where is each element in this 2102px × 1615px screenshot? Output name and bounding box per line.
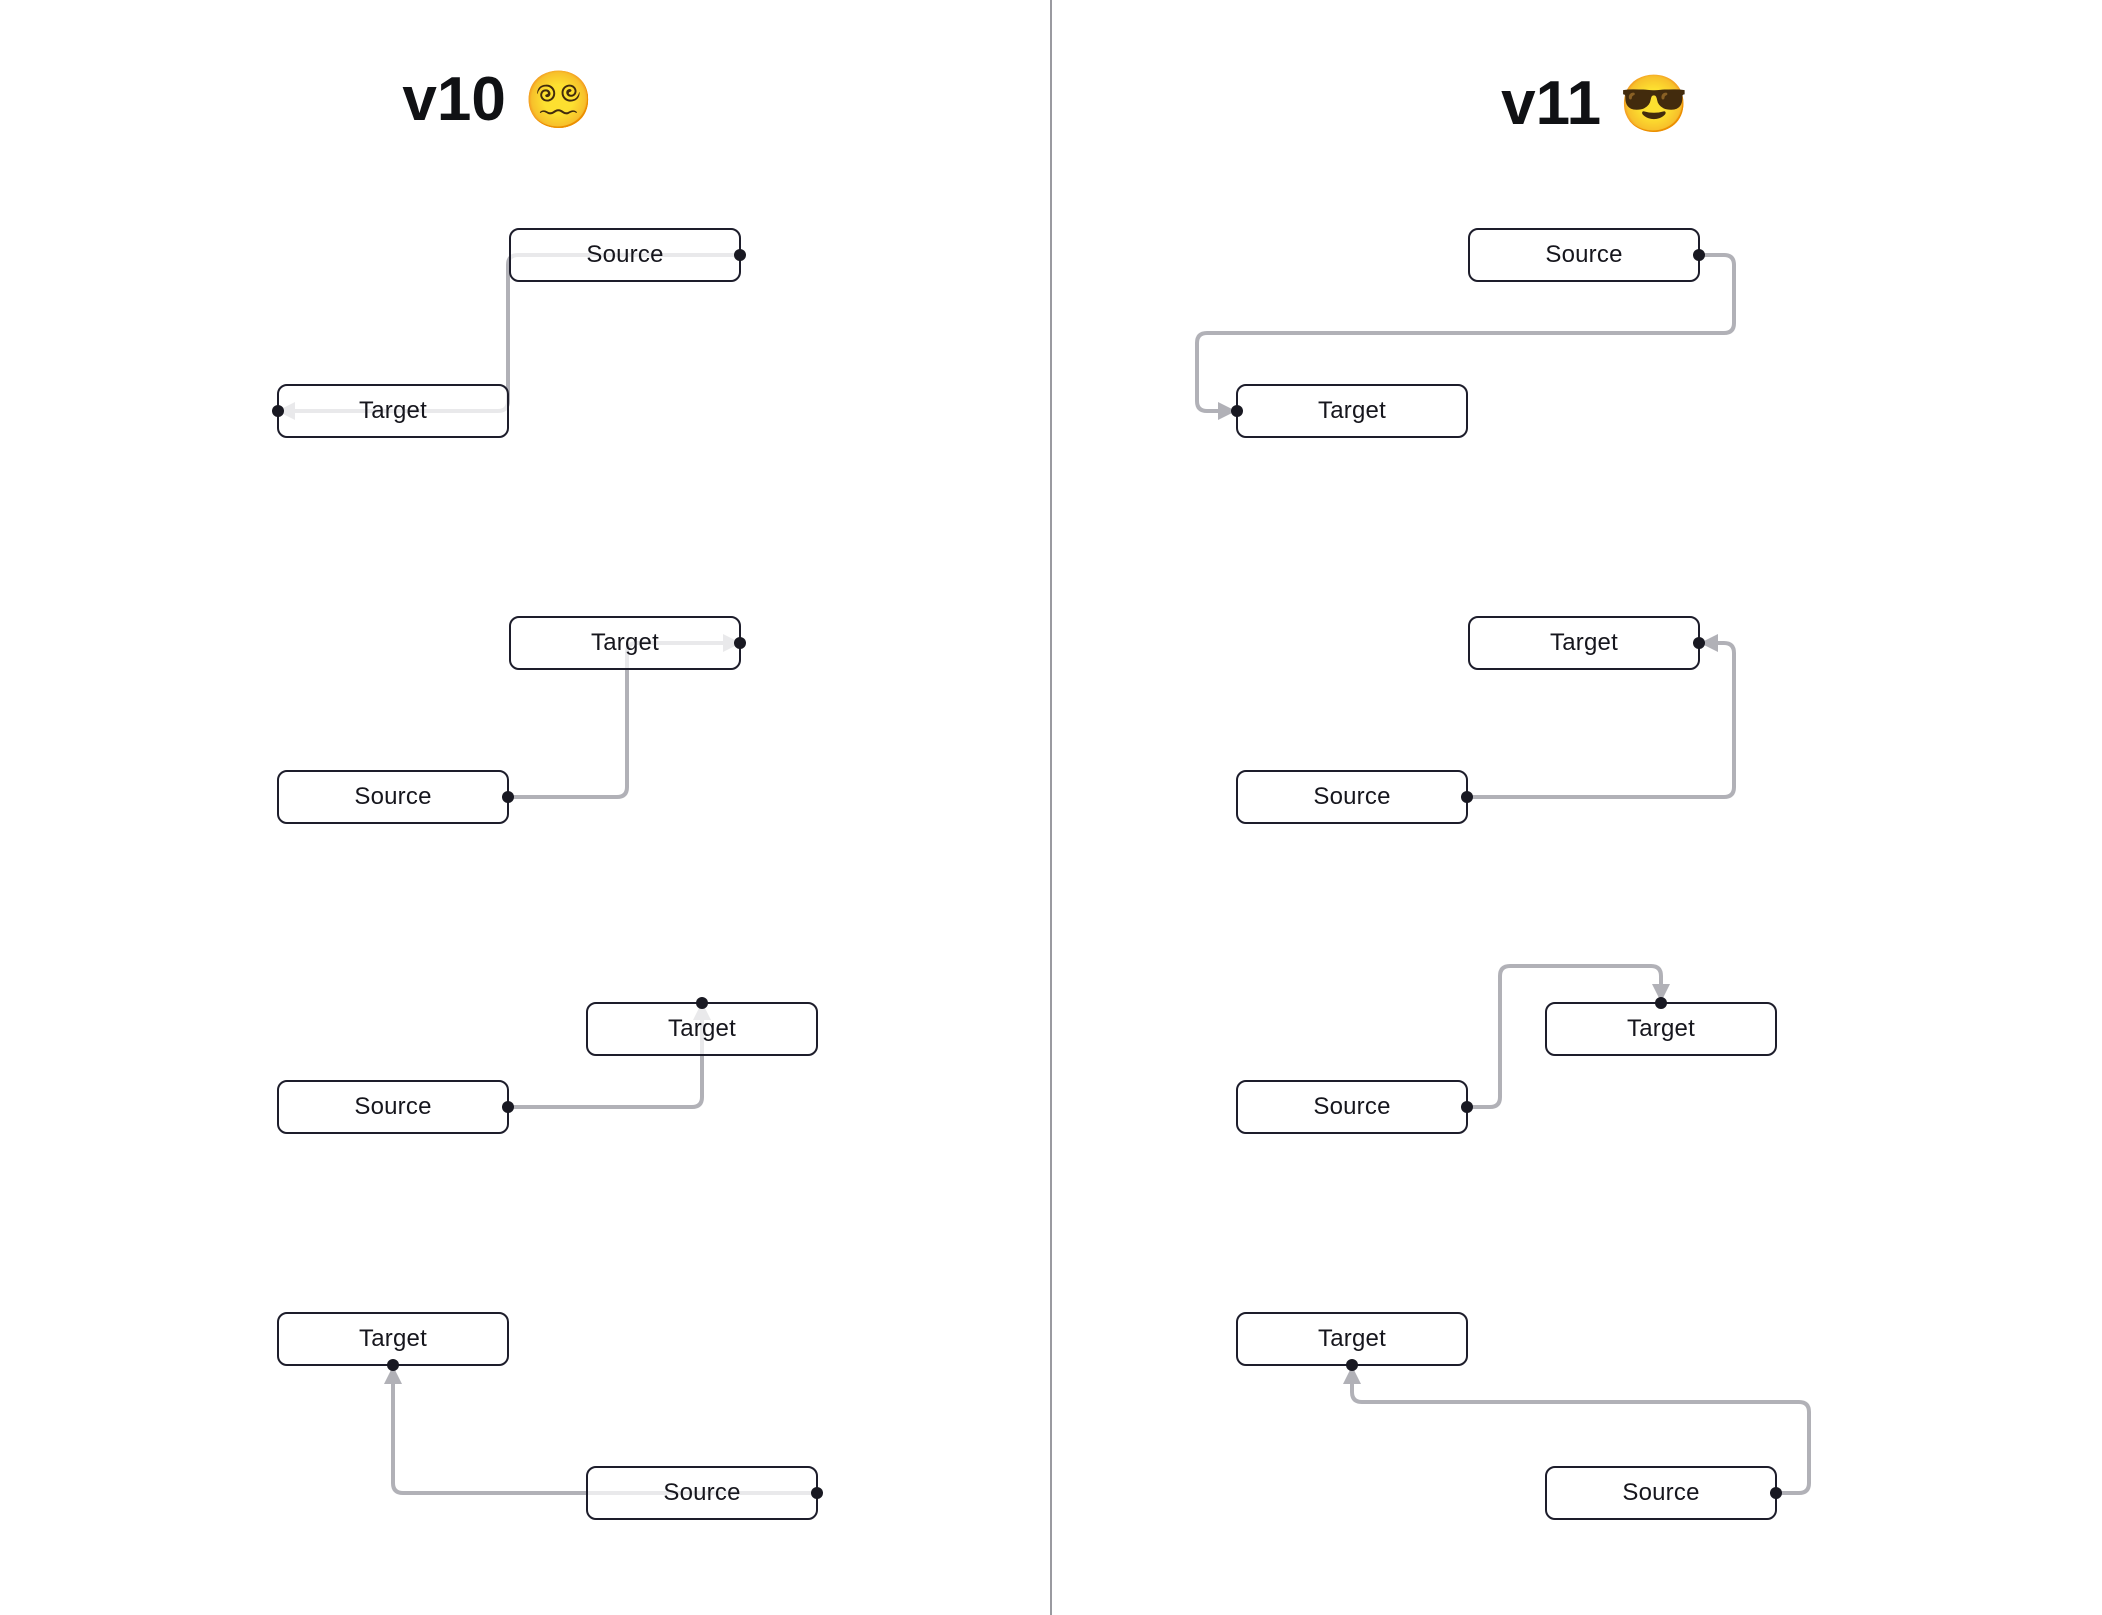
source-node-label: Source [1545,241,1623,268]
right-handle[interactable] [1461,1101,1473,1113]
source-node-label: Source [586,241,664,268]
panel-title-text: v11 [1501,69,1602,138]
top-handle[interactable] [1655,997,1667,1009]
top-handle[interactable] [696,997,708,1009]
edge-arrowhead [1218,402,1236,420]
target-node-label: Target [359,397,427,424]
bottom-handle[interactable] [387,1359,399,1371]
right-handle[interactable] [1693,637,1705,649]
target-node-label: Target [1318,397,1386,424]
source-node-label: Source [1313,783,1391,810]
source-node-label: Source [663,1479,741,1506]
right-handle[interactable] [1461,791,1473,803]
edge-path[interactable] [1195,253,1736,413]
target-node[interactable]: Target [586,997,818,1056]
face-with-spiral-eyes-emoji: 😵‍💫 [523,68,594,132]
edge-path[interactable] [1350,1366,1811,1495]
target-node[interactable]: Target [1468,616,1705,670]
source-node[interactable]: Source [1545,1466,1782,1520]
source-node[interactable]: Source [1468,228,1705,282]
source-node[interactable]: Source [509,228,746,282]
target-node-label: Target [668,1015,736,1042]
left-handle[interactable] [1231,405,1243,417]
right-handle[interactable] [1693,249,1705,261]
source-node[interactable]: Source [1236,770,1473,824]
target-node[interactable]: Target [277,1312,509,1371]
target-node-label: Target [1550,629,1618,656]
target-node[interactable]: Target [509,616,746,670]
right-handle[interactable] [502,1101,514,1113]
smiling-face-with-sunglasses-emoji: 😎 [1619,72,1689,136]
left-handle[interactable] [272,405,284,417]
target-node-label: Target [1318,1325,1386,1352]
edge-arrowhead [1343,1366,1361,1384]
edge-arrowhead [384,1366,402,1384]
source-node[interactable]: Source [277,770,514,824]
right-handle[interactable] [734,637,746,649]
panel-title-text: v10 [402,65,506,134]
source-node[interactable]: Source [1236,1080,1473,1134]
edge-path[interactable] [1468,964,1663,1109]
target-node[interactable]: Target [1231,384,1468,438]
edge-arrowhead [1652,984,1670,1002]
column-divider [1050,0,1052,1615]
right-handle[interactable] [502,791,514,803]
source-node[interactable]: Source [586,1466,823,1520]
source-node-label: Source [1622,1479,1700,1506]
source-node-label: Source [354,1093,432,1120]
target-node-label: Target [1627,1015,1695,1042]
target-node[interactable]: Target [272,384,509,438]
edge-path[interactable] [509,1002,704,1109]
right-handle[interactable] [734,249,746,261]
right-handle[interactable] [811,1487,823,1499]
target-node[interactable]: Target [1545,997,1777,1056]
target-node-label: Target [359,1325,427,1352]
edge-arrowhead [1700,634,1718,652]
source-node-label: Source [1313,1093,1391,1120]
panel-title-v10: v10 😵‍💫 [402,65,594,134]
panel-title-v11: v11 😎 [1501,69,1689,138]
source-node-label: Source [354,783,432,810]
target-node[interactable]: Target [1236,1312,1468,1371]
source-node[interactable]: Source [277,1080,514,1134]
bottom-handle[interactable] [1346,1359,1358,1371]
right-handle[interactable] [1770,1487,1782,1499]
target-node-label: Target [591,629,659,656]
edge-path[interactable] [1468,641,1736,799]
edge-path[interactable] [391,1366,818,1495]
